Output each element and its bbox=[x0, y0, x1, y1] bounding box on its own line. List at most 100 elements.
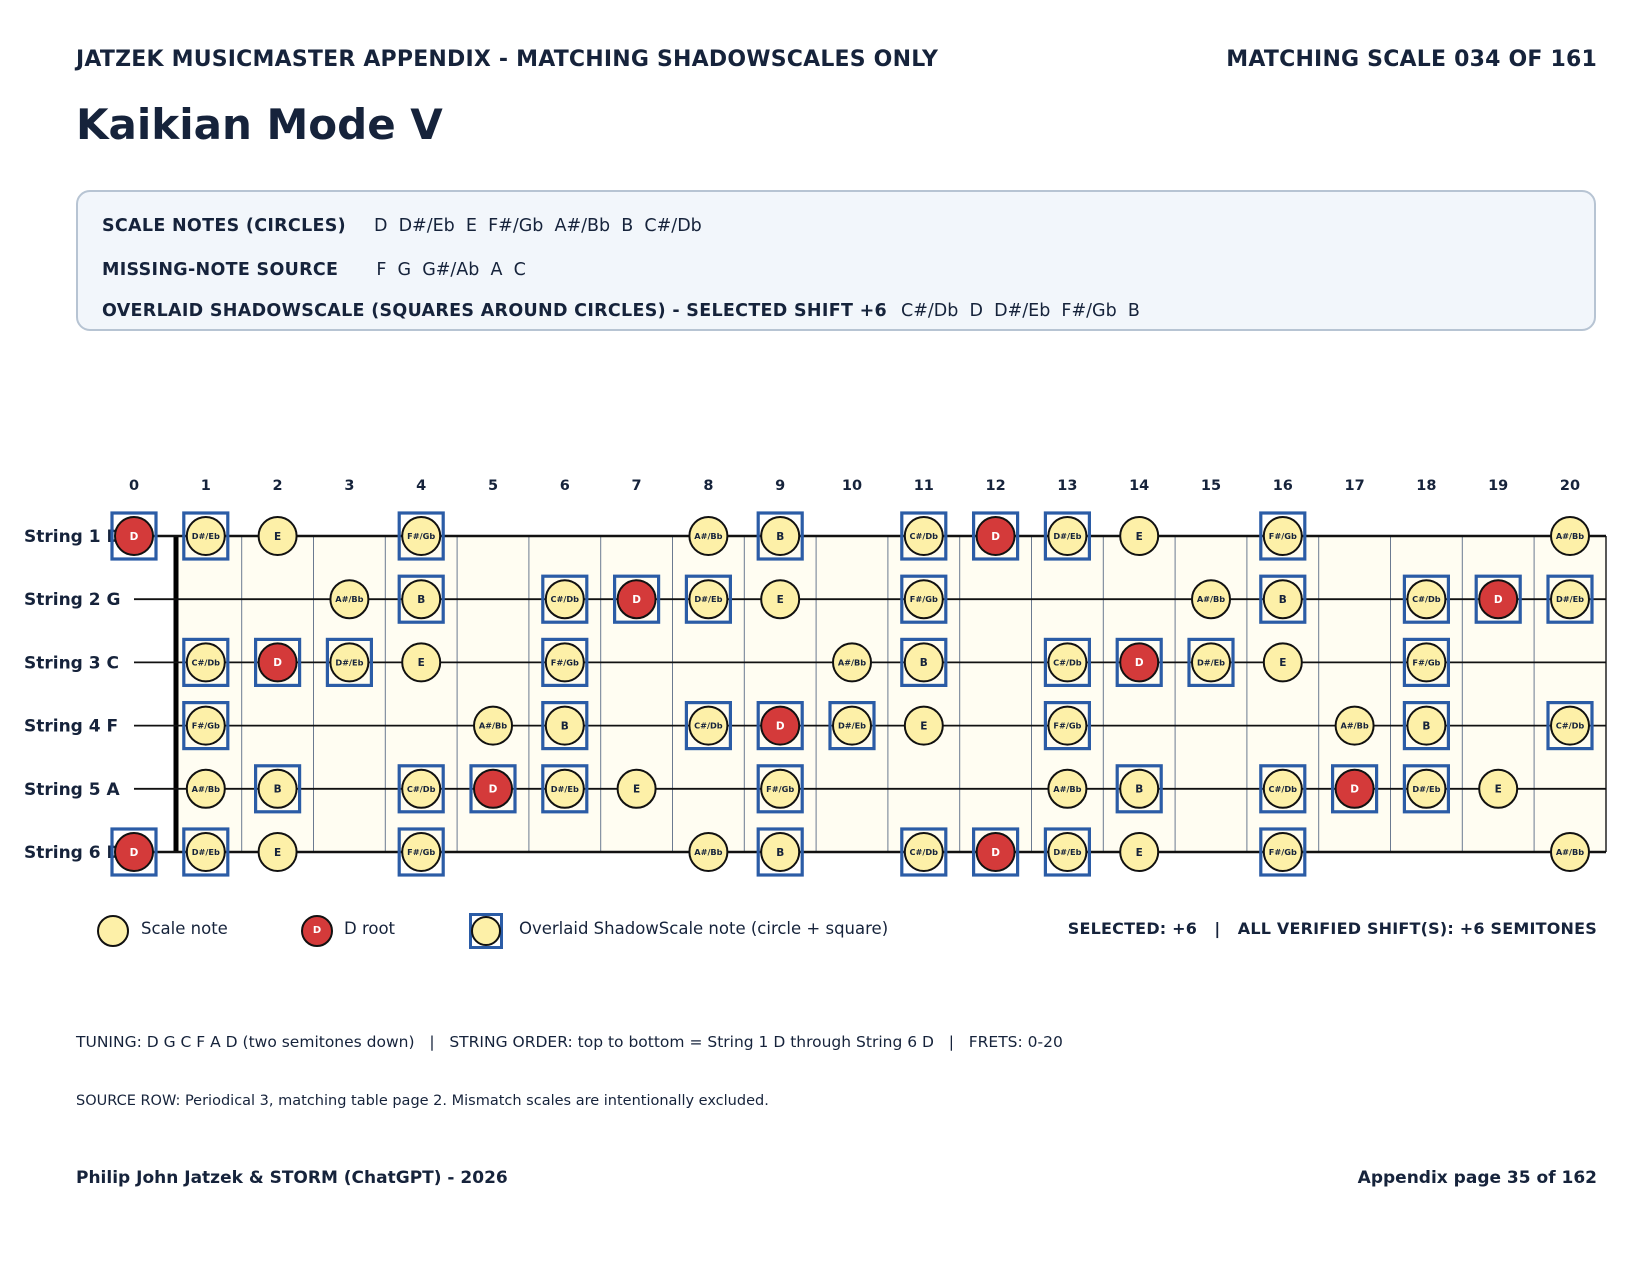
fret-number: 2 bbox=[273, 478, 283, 494]
shadow-square bbox=[182, 511, 230, 561]
shadow-square bbox=[1115, 764, 1163, 814]
scale-notes-value: D D#/Eb E F#/Gb A#/Bb B C#/Db bbox=[373, 216, 702, 236]
footer-page-number: Appendix page 35 of 162 bbox=[1357, 1168, 1597, 1188]
fret-number: 16 bbox=[1273, 478, 1293, 494]
scale-note-dot bbox=[1406, 579, 1447, 620]
note-label: A#/Bb bbox=[1340, 721, 1368, 731]
note-label: D bbox=[776, 720, 785, 732]
scale-note-dot bbox=[1047, 705, 1088, 746]
scale-note-dot bbox=[688, 832, 729, 872]
scale-note-dot bbox=[257, 832, 298, 872]
note-label: C#/Db bbox=[192, 657, 221, 667]
note-label: B bbox=[1279, 594, 1287, 606]
scale-note-dot bbox=[1047, 516, 1088, 556]
note-label: D bbox=[632, 594, 641, 606]
root-note-dot bbox=[473, 768, 513, 809]
note-label: E bbox=[920, 720, 927, 732]
shadow-square bbox=[1043, 701, 1092, 751]
overlay-legend-label: Overlaid ShadowScale note (circle + squa… bbox=[519, 919, 889, 938]
page-title: Kaikian Mode V bbox=[76, 100, 443, 149]
missing-notes-value: F G G#/Ab A C bbox=[376, 260, 526, 280]
fretboard-background bbox=[176, 536, 1606, 852]
scale-note-dot bbox=[1119, 516, 1160, 556]
shadow-square bbox=[828, 701, 876, 751]
scale-note-dot bbox=[1047, 642, 1088, 683]
shadow-square bbox=[1043, 827, 1092, 877]
legend: Scale note D D root Overlaid ShadowScale… bbox=[0, 905, 1650, 955]
scale-note-dot bbox=[185, 832, 226, 872]
shadow-square bbox=[971, 827, 1020, 877]
note-label: F#/Gb bbox=[1269, 531, 1297, 541]
scale-note-dot bbox=[1262, 768, 1303, 809]
fret-number: 13 bbox=[1057, 478, 1077, 494]
shadow-square bbox=[1259, 764, 1307, 814]
scale-note-dot bbox=[1262, 579, 1303, 620]
scale-note-dot bbox=[1191, 642, 1231, 683]
shadow-square bbox=[684, 701, 733, 751]
selected-shift-info: SELECTED: +6 | ALL VERIFIED SHIFT(S): +6… bbox=[1067, 919, 1597, 938]
scale-note-dot bbox=[257, 768, 298, 809]
shadow-square bbox=[1402, 701, 1451, 751]
note-label: F#/Gb bbox=[192, 721, 220, 731]
note-label: D#/Eb bbox=[694, 594, 722, 604]
fret-number: 14 bbox=[1129, 478, 1149, 494]
shadow-square bbox=[397, 574, 445, 624]
scale-note-dot bbox=[616, 768, 657, 809]
shadow-square bbox=[1115, 637, 1163, 687]
fret-number: 9 bbox=[775, 478, 785, 494]
note-label: A#/Bb bbox=[335, 594, 363, 604]
scale-note-dot bbox=[1406, 705, 1447, 746]
note-label: D bbox=[273, 657, 282, 669]
note-label: D#/Eb bbox=[838, 721, 866, 731]
shadow-square bbox=[541, 701, 589, 751]
root-legend-label: D root bbox=[344, 919, 396, 938]
shadow-square bbox=[1330, 764, 1379, 814]
scale-note-dot bbox=[544, 579, 585, 620]
note-label: C#/Db bbox=[407, 784, 436, 794]
fret-number: 20 bbox=[1560, 478, 1580, 494]
note-label: F#/Gb bbox=[766, 784, 794, 794]
shadow-square bbox=[900, 574, 948, 624]
note-label: E bbox=[1495, 784, 1502, 796]
fret-number: 1 bbox=[201, 478, 211, 494]
root-note-dot bbox=[616, 579, 657, 620]
shadow-square bbox=[1043, 511, 1092, 561]
scale-note-dot bbox=[1047, 832, 1088, 872]
note-label: D bbox=[130, 531, 139, 543]
note-label: D#/Eb bbox=[335, 657, 363, 667]
scale-note-dot bbox=[185, 642, 226, 683]
note-label: F#/Gb bbox=[1269, 847, 1297, 857]
note-label: C#/Db bbox=[551, 594, 580, 604]
shadow-square bbox=[756, 701, 804, 751]
note-label: E bbox=[1136, 531, 1143, 543]
shadow-square bbox=[971, 511, 1020, 561]
shadow-square bbox=[756, 511, 804, 561]
note-label: D bbox=[991, 531, 1000, 543]
shadow-square bbox=[541, 637, 589, 687]
shadow-square bbox=[182, 827, 230, 877]
note-label: F#/Gb bbox=[407, 847, 435, 857]
source-info: SOURCE ROW: Periodical 3, matching table… bbox=[76, 1093, 769, 1109]
note-label: B bbox=[776, 847, 784, 859]
scale-note-dot bbox=[760, 768, 801, 809]
scale-note-dot bbox=[473, 705, 513, 746]
fret-number: 12 bbox=[986, 478, 1006, 494]
note-label: D#/Eb bbox=[551, 784, 579, 794]
note-label: D#/Eb bbox=[1556, 594, 1584, 604]
shadow-square bbox=[1043, 637, 1092, 687]
note-label: F#/Gb bbox=[551, 657, 579, 667]
note-label: C#/Db bbox=[1412, 594, 1441, 604]
scale-note-dot bbox=[903, 705, 944, 746]
note-label: B bbox=[561, 720, 569, 732]
note-label: D#/Eb bbox=[1412, 784, 1440, 794]
scale-note-dot bbox=[688, 705, 729, 746]
overlay-notes-row: OVERLAID SHADOWSCALE (SQUARES AROUND CIR… bbox=[102, 301, 1140, 321]
note-label: E bbox=[274, 847, 281, 859]
note-label: B bbox=[1422, 720, 1430, 732]
shadow-square bbox=[254, 764, 302, 814]
shadow-square bbox=[541, 764, 589, 814]
note-label: E bbox=[633, 784, 640, 796]
note-label: D#/Eb bbox=[192, 847, 220, 857]
note-label: D bbox=[1494, 594, 1503, 606]
